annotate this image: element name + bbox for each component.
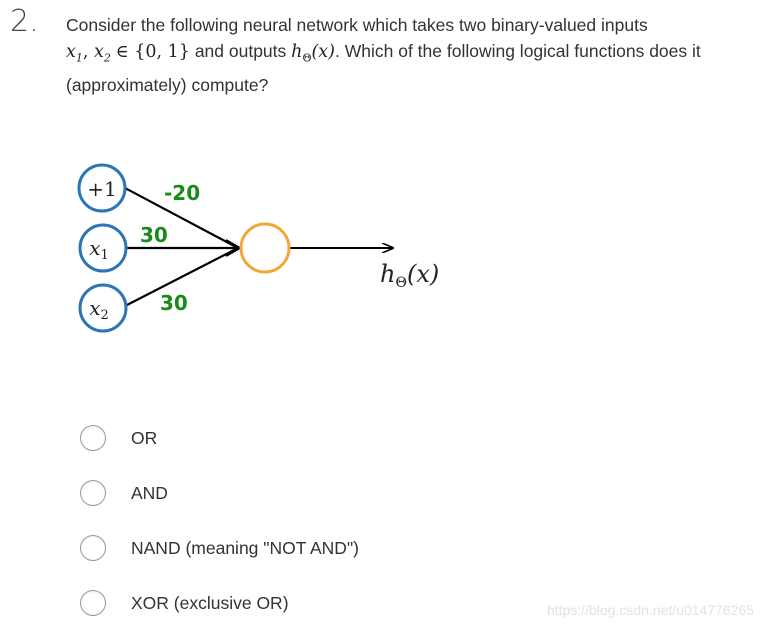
option-label: NAND (meaning "NOT AND") [131,537,359,558]
hypothesis-symbol: hΘ [291,42,312,65]
output-hypothesis-label: hΘ(x) [380,260,439,291]
radio-button-or[interactable] [80,425,106,451]
question-line-2: x1, x2 ∈ {0, 1} and outputs hΘ(x). Which… [66,41,701,65]
weight-bias-label: -20 [164,181,200,205]
edge-x2 [124,247,239,307]
bias-node [77,163,127,213]
var-x1: x1 [66,42,83,65]
radio-button-xor[interactable] [80,590,106,616]
x2-node [78,283,128,333]
option-nand[interactable]: NAND (meaning "NOT AND") [80,535,359,561]
radio-button-nand[interactable] [80,535,106,561]
weight-x2-label: 30 [160,291,188,315]
option-and[interactable]: AND [80,480,168,506]
x1-node-label: x1 [89,236,109,263]
radio-button-and[interactable] [80,480,106,506]
output-node [239,222,291,274]
option-label: OR [131,427,158,448]
bias-node-label: +1 [87,177,116,201]
var-x2: x2 [94,42,111,65]
option-label: XOR (exclusive OR) [131,592,289,613]
edge-bias [124,187,239,249]
x1-node [78,223,128,273]
question-number: 2. [10,4,39,39]
question-line-1: Consider the following neural network wh… [66,15,648,35]
option-label: AND [131,482,168,503]
question-text: Consider the following neural network wh… [66,12,756,98]
set-membership: ∈ {0, 1} [115,42,190,62]
option-xor[interactable]: XOR (exclusive OR) [80,590,289,616]
option-or[interactable]: OR [80,425,157,451]
x2-node-label: x2 [89,296,109,323]
watermark: https://blog.csdn.net/u014776265 [546,602,754,618]
question-line-3: (approximately) compute? [66,74,269,95]
weight-x1-label: 30 [140,223,168,247]
neural-network-diagram: +1 x1 x2 -20 30 30 hΘ(x) [77,163,439,333]
